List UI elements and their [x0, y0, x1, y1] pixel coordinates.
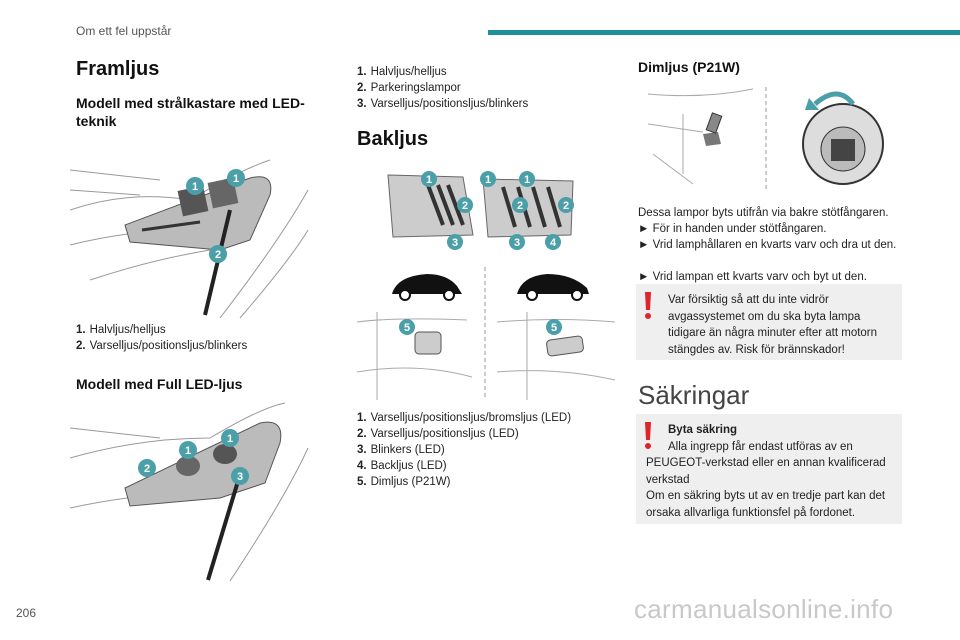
- warning-text: Om en säkring byts ut av en tredje part …: [646, 490, 886, 519]
- fig4-badge: 5: [404, 322, 410, 334]
- fig2-badge: 1: [227, 433, 233, 445]
- warning-heading: Byta säkring: [668, 424, 738, 436]
- instruction-line: ► Vrid lamphållaren en kvarts varv och d…: [638, 239, 897, 251]
- dimljus-heading: Dimljus (P21W): [638, 59, 740, 75]
- fig3-badge: 1: [524, 174, 530, 186]
- fig3-badge: 2: [563, 200, 569, 212]
- fig3-badge: 3: [514, 237, 520, 249]
- rotate-arrow-icon: [813, 91, 855, 106]
- fig2-badge: 2: [144, 463, 150, 475]
- list-item: 2.Varselljus/positionsljus/blinkers: [76, 340, 248, 352]
- front-legend: 1.Halvljus/helljus 2.Parkeringslampor 3.…: [357, 64, 528, 112]
- fig1-badge: 2: [215, 249, 221, 261]
- rear-foglamp-illustration: 5 5: [357, 262, 617, 402]
- page-number: 206: [16, 606, 37, 620]
- header-accent-bar: [488, 30, 960, 35]
- fig2-badge: 1: [185, 445, 191, 457]
- sakringar-title: Säkringar: [638, 380, 750, 410]
- section-name: Om ett fel uppstår: [76, 24, 172, 38]
- fig3-badge: 2: [517, 200, 523, 212]
- rear-lamp-illustration: 1 1 1 2 2 2 3 3 4: [383, 165, 583, 255]
- rear-legend: 1.Varselljus/positionsljus/bromsljus (LE…: [357, 410, 571, 490]
- framljus-title: Framljus: [76, 58, 160, 80]
- led-model-heading: Modell med strålkastare med LED-teknik: [76, 95, 305, 129]
- warning-text: Alla ingrepp får endast utföras av en PE…: [646, 440, 886, 486]
- warning-text: Var försiktig så att du inte vidrör avga…: [668, 294, 878, 356]
- fig3-badge: 1: [485, 174, 491, 186]
- list-item: 3.Varselljus/positionsljus/blinkers: [357, 98, 529, 110]
- list-item: 4.Backljus (LED): [357, 460, 447, 472]
- led-legend: 1.Halvljus/helljus 2.Varselljus/position…: [76, 322, 247, 354]
- list-item: 5.Dimljus (P21W): [357, 476, 451, 488]
- foglamp-bulb-illustration: [643, 84, 893, 194]
- warning-exclamation-icon: [645, 422, 651, 449]
- headlamp-led-illustration: 1 1 2: [70, 150, 310, 320]
- list-item: 1.Varselljus/positionsljus/bromsljus (LE…: [357, 412, 572, 424]
- watermark: carmanualsonline.info: [634, 594, 894, 624]
- fig1-badge: 1: [192, 181, 198, 193]
- list-item: 3.Blinkers (LED): [357, 444, 445, 456]
- fig3-badge: 4: [550, 237, 557, 249]
- fuse-warning-box: Byta säkring Alla ingrepp får endast utf…: [636, 414, 902, 524]
- full-led-heading: Modell med Full LED-ljus: [76, 376, 243, 392]
- car-silhouette-icon: [392, 274, 589, 294]
- list-item: 1.Halvljus/helljus: [76, 324, 166, 336]
- fig3-badge: 2: [462, 200, 468, 212]
- list-item: 1.Halvljus/helljus: [357, 66, 447, 78]
- burn-warning-box: Var försiktig så att du inte vidrör avga…: [636, 284, 902, 360]
- fig4-badge: 5: [551, 322, 557, 334]
- fig1-badge: 1: [233, 173, 239, 185]
- list-item: 2.Parkeringslampor: [357, 82, 461, 94]
- fig3-badge: 1: [426, 174, 432, 186]
- instruction-line: Dessa lampor byts utifrån via bakre stöt…: [638, 207, 889, 219]
- headlamp-full-led-illustration: 1 1 2 3: [70, 398, 310, 583]
- instruction-line: ► För in handen under stötfångaren.: [638, 223, 827, 235]
- fig2-badge: 3: [237, 471, 243, 483]
- list-item: 2.Varselljus/positionsljus (LED): [357, 428, 519, 440]
- warning-exclamation-icon: [645, 292, 651, 319]
- fig3-badge: 3: [452, 237, 458, 249]
- bakljus-title: Bakljus: [357, 128, 429, 150]
- instruction-line: ► Vrid lampan ett kvarts varv och byt ut…: [638, 271, 867, 283]
